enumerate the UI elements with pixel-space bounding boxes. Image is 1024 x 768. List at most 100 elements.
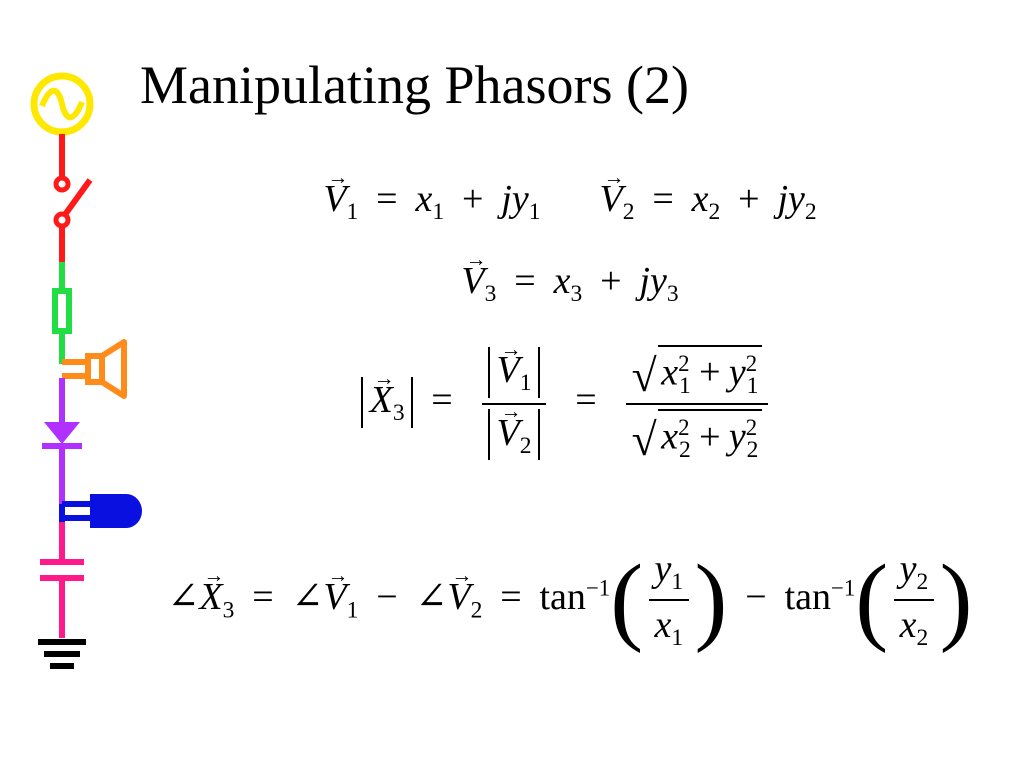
right-paren: )	[939, 544, 973, 654]
op-eq: =	[431, 379, 453, 422]
sup-2: 2	[678, 414, 690, 440]
op-eq: =	[514, 260, 536, 302]
switch-icon	[53, 134, 93, 262]
numerator: y2	[894, 550, 934, 599]
denominator: √x22+y22	[625, 402, 768, 463]
capacitor-icon	[40, 522, 84, 638]
symbol-big-x: X	[370, 381, 393, 419]
circuit-diagram	[30, 72, 142, 669]
symbol-x: x	[661, 415, 679, 458]
op-minus: −	[376, 576, 398, 619]
symbol-x: x	[415, 178, 433, 220]
op-eq: =	[500, 576, 522, 619]
sub-3: 3	[392, 400, 405, 427]
symbol-y: y	[654, 548, 672, 590]
op-eq: =	[376, 178, 398, 220]
symbol-y: y	[788, 178, 805, 220]
sub-2: 2	[916, 625, 929, 652]
left-paren: (	[610, 544, 644, 654]
equation-magnitude: X3 = V1 V2 = √x21+y21 √x22+y22	[160, 345, 980, 462]
op-plus: +	[738, 178, 760, 220]
symbol-y: y	[728, 415, 746, 458]
fraction-sqrt: √x21+y21 √x22+y22	[625, 345, 768, 463]
denominator: V2	[481, 402, 546, 461]
op-minus: −	[745, 576, 767, 619]
sup-2: 2	[745, 350, 758, 376]
left-paren: (	[855, 544, 889, 654]
resistor-icon	[52, 262, 72, 364]
symbol-x: x	[661, 351, 679, 394]
symbol-x: x	[553, 260, 571, 302]
sub-2: 2	[470, 597, 483, 624]
numerator: V1	[482, 346, 546, 403]
sub-1: 1	[528, 199, 541, 226]
radicand: x21+y21	[658, 345, 763, 398]
sub-2: 2	[678, 436, 691, 463]
sub-3: 3	[484, 281, 497, 308]
sup-inverse: −1	[585, 575, 611, 601]
lamp-icon	[59, 494, 142, 528]
symbol-j: j	[777, 178, 789, 220]
sub-1: 1	[671, 625, 684, 652]
denominator: x2	[893, 599, 934, 652]
diode-icon	[42, 378, 82, 504]
sub-2: 2	[804, 199, 817, 226]
angle-symbol: ∠	[415, 576, 448, 619]
circuit-sidebar	[20, 66, 150, 686]
slide-title: Manipulating Phasors (2)	[140, 55, 689, 115]
angle-symbol: ∠	[167, 576, 200, 619]
op-plus: +	[699, 415, 721, 458]
tan-function: tan	[539, 576, 586, 619]
sub-1: 1	[346, 597, 359, 624]
sub-3: 3	[570, 281, 583, 308]
symbol-v: V	[496, 414, 519, 452]
sqrt-numerator: √x21+y21	[632, 345, 763, 398]
symbol-x: x	[654, 603, 672, 646]
numerator: √x21+y21	[626, 345, 768, 403]
symbol-y: y	[511, 178, 529, 220]
symbol-v: V	[600, 180, 623, 218]
sub-2: 2	[916, 569, 929, 596]
sub-1: 1	[671, 569, 684, 596]
symbol-y: y	[899, 548, 917, 590]
op-eq: =	[252, 576, 274, 619]
angle-symbol: ∠	[291, 576, 324, 619]
symbol-v: V	[447, 578, 470, 616]
op-plus: +	[461, 178, 484, 220]
sub-1: 1	[519, 370, 532, 397]
ground-icon	[38, 639, 86, 669]
fraction-v1-over-v2: V1 V2	[481, 346, 546, 461]
ac-source-icon	[30, 72, 94, 136]
equation-v3: V3 = x3 + jy3	[160, 262, 980, 307]
sub-1: 1	[346, 199, 359, 226]
op-eq: =	[652, 178, 674, 220]
symbol-v: V	[496, 351, 519, 389]
symbol-y: y	[728, 351, 746, 394]
op-plus: +	[600, 260, 622, 302]
sqrt-denominator: √x22+y22	[632, 409, 763, 462]
symbol-v: V	[323, 180, 346, 218]
radicand: x22+y22	[658, 409, 763, 463]
sub-3: 3	[666, 281, 679, 308]
speaker-icon	[62, 339, 127, 399]
numerator: y1	[649, 550, 689, 599]
equation-v1-v2: V1 = x1 + jy1 V2 = x2 + jy2	[160, 180, 980, 225]
sub-2: 2	[519, 433, 532, 460]
denominator: x1	[648, 599, 689, 652]
abs-v2: V2	[487, 409, 541, 461]
tan-function: tan	[784, 576, 832, 619]
sup-2: 2	[745, 414, 758, 440]
radical-sign: √	[631, 349, 657, 401]
symbol-big-x: X	[199, 578, 222, 616]
sub-3: 3	[222, 597, 235, 624]
radical-sign: √	[631, 413, 657, 465]
sub-2: 2	[746, 436, 759, 463]
symbol-v: V	[323, 578, 346, 616]
abs-x3: X3	[360, 376, 414, 429]
sub-1: 1	[432, 199, 445, 226]
symbol-j: j	[501, 178, 512, 220]
symbol-y: y	[649, 260, 667, 302]
